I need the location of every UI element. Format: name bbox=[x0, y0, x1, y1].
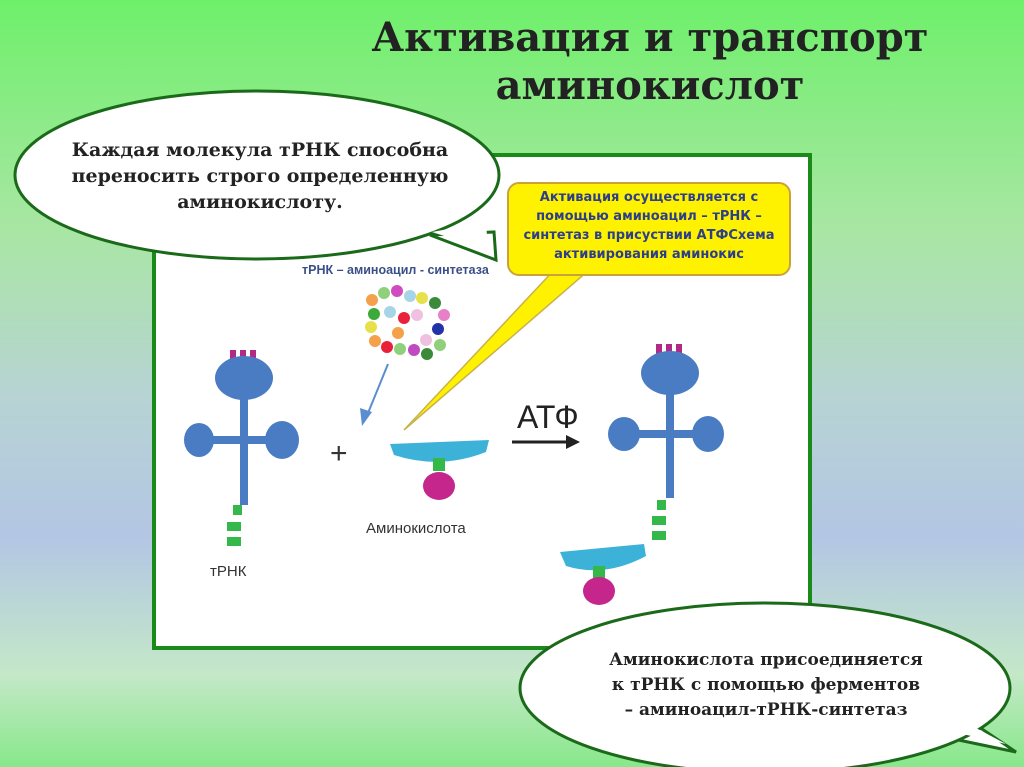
bubble-top-text: Каждая молекула тРНК способна переносить… bbox=[40, 137, 480, 215]
reaction-arrow bbox=[512, 435, 580, 449]
amino-acid-label: Аминокислота bbox=[366, 520, 466, 537]
bubble-bottom-text: Аминокислота присоединяется к тРНК с пом… bbox=[566, 648, 966, 723]
title-line-2: аминокислот bbox=[495, 62, 805, 109]
note-line-1: Активация осуществляется с bbox=[539, 190, 759, 205]
bubble-bottom-line-2: к тРНК с помощью ферментов bbox=[611, 675, 921, 695]
speech-bubble-top bbox=[13, 89, 501, 263]
slide-title: Активация и транспорт аминокислот bbox=[300, 14, 1000, 110]
note-line-4: активирования аминокис bbox=[554, 247, 744, 262]
bubble-bottom-line-3: – аминоацил-тРНК-синтетаз bbox=[624, 700, 908, 720]
note-line-2: помощью аминоацил – тРНК – bbox=[536, 209, 762, 224]
bubble-top-line-1: Каждая молекула тРНК способна bbox=[71, 139, 449, 161]
enzyme-bead-chain bbox=[365, 285, 450, 360]
atp-label: АТФ bbox=[517, 399, 579, 435]
bubble-top-line-3: аминокислоту. bbox=[177, 191, 343, 213]
activation-note: Активация осуществляется с помощью амино… bbox=[507, 182, 791, 276]
speech-bubble-bottom bbox=[518, 601, 1017, 767]
enzyme-arrow bbox=[360, 363, 389, 426]
trna-label: тРНК bbox=[210, 563, 247, 580]
enzyme-label: тРНК – аминоацил - синтетаза bbox=[302, 263, 490, 277]
plus-sign: + bbox=[330, 437, 348, 470]
trna-right-charged bbox=[560, 344, 724, 605]
trna-left bbox=[184, 350, 299, 546]
bubble-bottom-line-1: Аминокислота присоединяется bbox=[609, 650, 923, 670]
note-line-3: синтетаз в присуствии АТФСхема bbox=[523, 228, 775, 243]
bubble-top-line-2: переносить строго определенную bbox=[71, 165, 449, 187]
amino-acid-enzyme-middle bbox=[390, 440, 489, 500]
title-line-1: Активация и транспорт bbox=[371, 14, 929, 61]
